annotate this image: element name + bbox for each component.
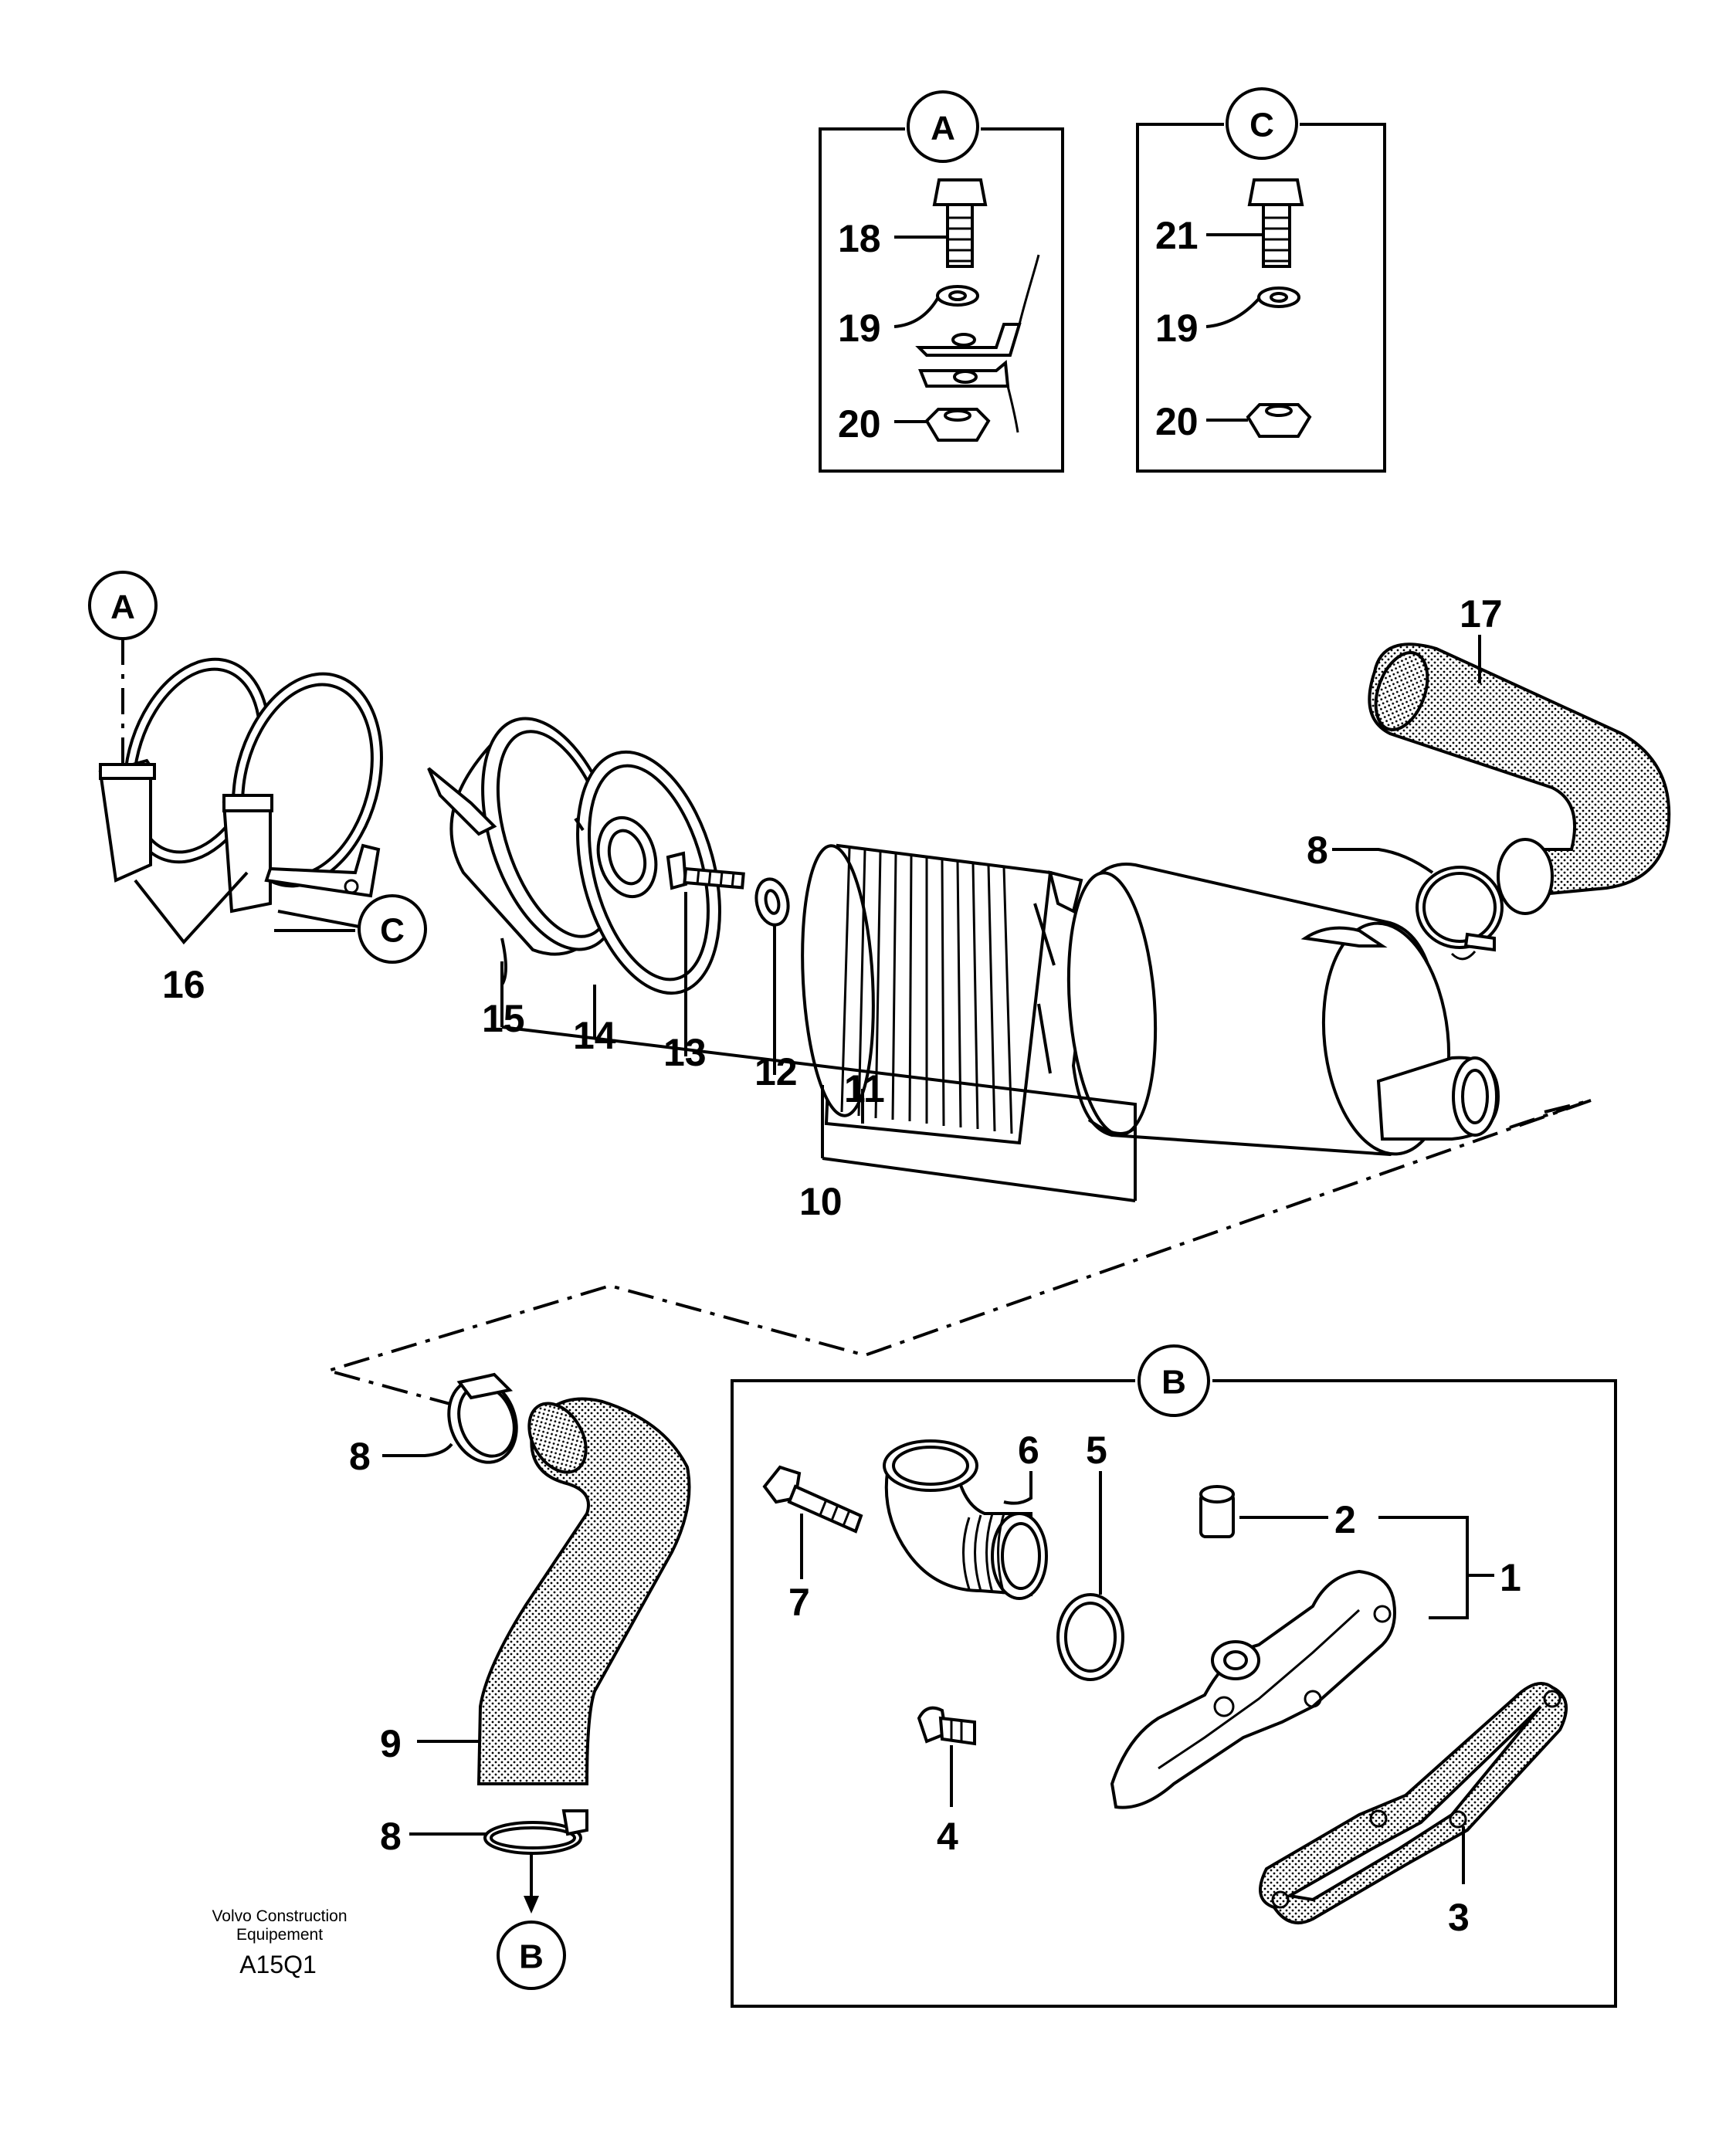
washer-12 — [754, 877, 790, 927]
callout-c-box-text: C — [1249, 107, 1274, 144]
label-18: 18 — [838, 217, 881, 260]
label-1: 1 — [1500, 1556, 1521, 1599]
lock-washer-icon — [1257, 286, 1300, 308]
elbow-6-icon — [883, 1439, 1048, 1600]
baffle-14 — [574, 750, 721, 995]
plug-2-icon — [1199, 1485, 1235, 1538]
callout-b-hose-text: B — [519, 1938, 544, 1976]
label-8-mid: 8 — [349, 1435, 371, 1478]
lock-washer-icon — [936, 285, 979, 307]
label-20-c: 20 — [1155, 400, 1199, 443]
nut-icon — [1246, 403, 1312, 438]
o-ring-5-icon — [1056, 1593, 1124, 1681]
detail-box-a: A 18 19 20 — [819, 90, 1064, 473]
label-7: 7 — [788, 1581, 810, 1624]
callout-b-box-text: B — [1161, 1364, 1186, 1402]
label-10: 10 — [799, 1180, 843, 1223]
label-5: 5 — [1086, 1429, 1107, 1472]
filter-element-11 — [801, 843, 1053, 1145]
label-19-a: 19 — [838, 307, 881, 350]
drawing-code: A15Q1 — [239, 1951, 317, 1978]
assembly-bracket-10 — [500, 892, 1137, 1202]
label-20-a: 20 — [838, 402, 881, 446]
bolt-icon — [1247, 178, 1304, 268]
label-21: 21 — [1155, 214, 1199, 257]
callout-a-box: A — [907, 90, 979, 163]
hose-clamp-8-bottom — [483, 1809, 588, 1855]
callout-c-clamp: C — [358, 894, 427, 964]
wire-bracket-icon — [915, 254, 1040, 433]
elbow-hose-17 — [1368, 642, 1671, 915]
wing-screw-13 — [666, 851, 745, 890]
callout-a-box-text: A — [931, 110, 955, 147]
bolt-icon — [932, 178, 988, 268]
detail-box-c: C 21 19 20 — [1136, 87, 1386, 473]
label-14: 14 — [573, 1014, 616, 1057]
mounting-clamps: A 16 C — [88, 571, 427, 1006]
label-8-top: 8 — [1307, 829, 1328, 872]
nut-icon — [924, 408, 991, 442]
label-16: 16 — [162, 963, 205, 1006]
callout-b-hose: B — [497, 1921, 566, 1990]
label-13: 13 — [663, 1031, 707, 1074]
label-6: 6 — [1018, 1429, 1039, 1472]
callout-c-box: C — [1226, 87, 1298, 160]
label-8-bottom: 8 — [380, 1815, 402, 1858]
cover-1-icon — [1110, 1569, 1396, 1809]
filter-housing — [1033, 863, 1500, 1157]
detail-box-b: B 7 6 5 — [731, 1344, 1617, 2008]
label-2: 2 — [1334, 1498, 1356, 1541]
hose-clamp-8-mid — [447, 1372, 518, 1464]
label-12: 12 — [754, 1050, 798, 1093]
label-11: 11 — [844, 1067, 885, 1110]
label-3: 3 — [1448, 1896, 1470, 1939]
hose-clamp-8-top — [1416, 866, 1504, 961]
label-9: 9 — [380, 1722, 402, 1765]
screw-4-icon — [917, 1706, 976, 1746]
credit-line-1: Volvo Construction — [212, 1907, 347, 1925]
callout-a-clamp-text: A — [110, 588, 135, 626]
bolt-7-icon — [762, 1465, 863, 1534]
callout-c-clamp-text: C — [380, 912, 405, 950]
label-15: 15 — [482, 997, 525, 1040]
label-4: 4 — [937, 1815, 958, 1858]
credit-line-2: Equipement — [236, 1926, 323, 1944]
callout-a-clamp: A — [88, 571, 158, 640]
callout-b-box: B — [1138, 1344, 1210, 1417]
label-17: 17 — [1460, 592, 1503, 636]
label-19-c: 19 — [1155, 307, 1199, 350]
intake-hose-9 — [476, 1397, 691, 1785]
gasket-3-icon — [1259, 1682, 1568, 1924]
